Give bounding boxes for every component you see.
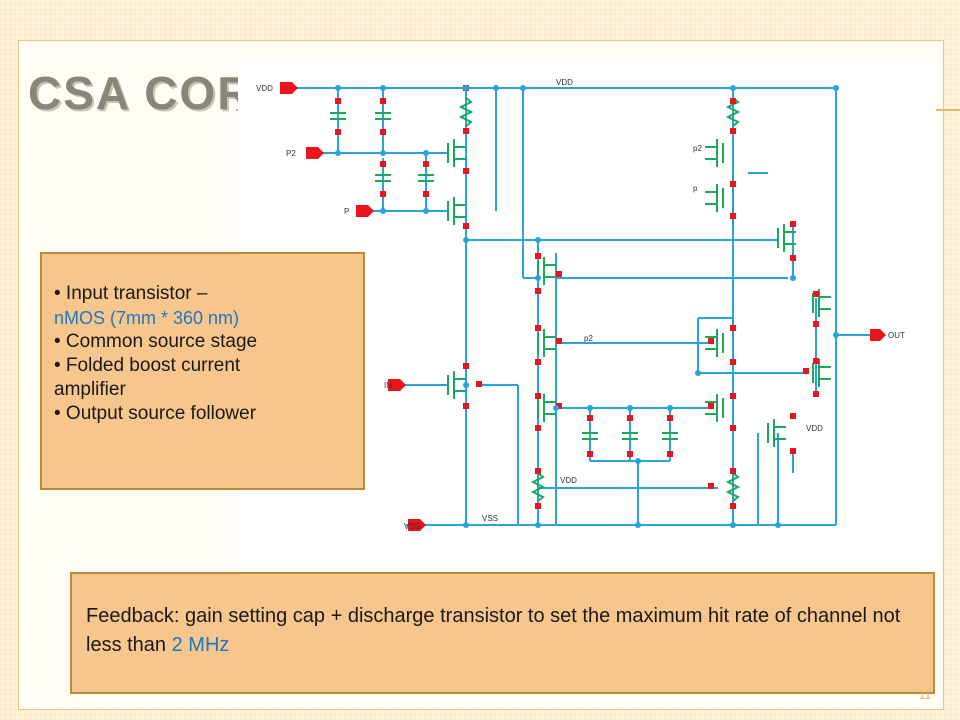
feedback-callout: Feedback: gain setting cap + discharge t… <box>70 572 935 694</box>
pin-label-in: IN <box>384 381 392 390</box>
schematic-labels: VDD P2 P IN VSS OUT VDD VSS p2 p2 p VDD … <box>256 78 905 531</box>
notes-callout: • Input transistor – nMOS (7mm * 360 nm)… <box>40 252 365 490</box>
note-source-follower: • Output source follower <box>54 403 257 424</box>
note-common-source: • Common source stage <box>54 331 258 352</box>
node-markers <box>335 85 819 509</box>
junction-dots <box>335 85 839 528</box>
note-amplifier: amplifier <box>54 379 126 400</box>
net-label-vdd-mid: VDD <box>560 476 577 485</box>
net-label-vdd-right: VDD <box>806 424 823 433</box>
pin-label-out: OUT <box>888 331 905 340</box>
pin-label-vss: VSS <box>404 522 420 531</box>
schematic-drawing: VDD P2 P IN VSS OUT VDD VSS p2 p2 p VDD … <box>256 78 905 531</box>
wires <box>290 87 870 526</box>
note-input-transistor: • Input transistor – <box>54 283 208 304</box>
feedback-text: Feedback: gain setting cap + discharge t… <box>86 605 901 656</box>
pin-label-p: P <box>344 207 349 216</box>
pin-arrows <box>280 82 886 531</box>
feedback-rate-highlight: 2 MHz <box>171 634 230 656</box>
note-nmos-size: nMOS (7mm * 360 nm) <box>54 308 240 328</box>
pin-label-p2: P2 <box>286 149 296 158</box>
net-label-p2-inner: p2 <box>584 334 593 343</box>
net-label-p2-right: p2 <box>693 144 702 153</box>
page-number: 11 <box>918 688 932 702</box>
pin-label-vdd: VDD <box>256 84 273 93</box>
net-label-vss: VSS <box>482 514 498 523</box>
net-label-p-right: p <box>693 184 698 193</box>
note-folded-boost: • Folded boost current <box>54 355 241 376</box>
net-label-vdd-top: VDD <box>556 78 573 87</box>
transistors <box>330 97 831 502</box>
